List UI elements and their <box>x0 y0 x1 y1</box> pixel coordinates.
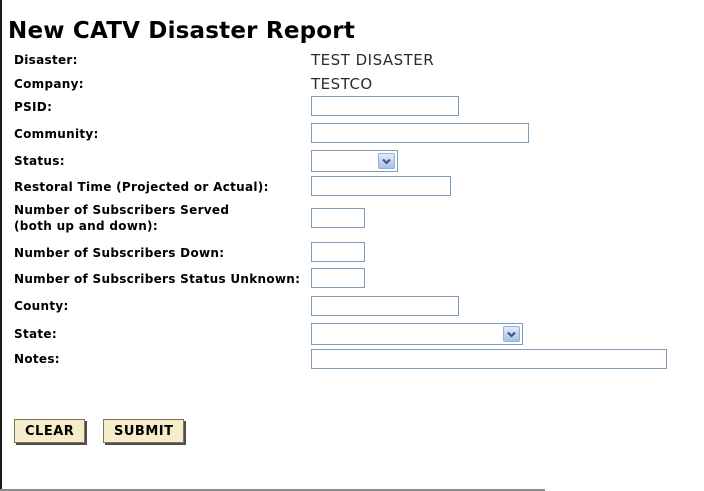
subscribers-served-input[interactable] <box>311 208 365 228</box>
psid-label: PSID: <box>14 100 53 114</box>
restoral-time-label: Restoral Time (Projected or Actual): <box>14 180 269 194</box>
psid-input[interactable] <box>311 96 459 116</box>
company-value: TESTCO <box>311 75 373 93</box>
state-label: State: <box>14 327 57 341</box>
subscribers-unknown-label: Number of Subscribers Status Unknown: <box>14 272 301 286</box>
submit-button[interactable]: SUBMIT <box>103 419 185 443</box>
subscribers-served-label: Number of Subscribers Served (both up an… <box>14 202 314 234</box>
community-input[interactable] <box>311 123 529 143</box>
notes-label: Notes: <box>14 352 60 366</box>
subscribers-served-label-line1: Number of Subscribers Served <box>14 203 230 217</box>
status-select[interactable] <box>311 150 398 172</box>
clear-button[interactable]: CLEAR <box>14 419 86 443</box>
company-label: Company: <box>14 77 84 91</box>
restoral-time-input[interactable] <box>311 176 451 196</box>
disaster-value: TEST DISASTER <box>311 51 435 69</box>
subscribers-down-input[interactable] <box>311 242 365 262</box>
frame-bottom-edge <box>0 489 545 491</box>
page-title: New CATV Disaster Report <box>8 18 356 45</box>
subscribers-down-label: Number of Subscribers Down: <box>14 246 225 260</box>
subscribers-served-label-line2: (both up and down): <box>14 219 158 233</box>
county-input[interactable] <box>311 296 459 316</box>
status-label: Status: <box>14 154 65 168</box>
community-label: Community: <box>14 127 99 141</box>
notes-input[interactable] <box>311 349 667 369</box>
chevron-down-icon <box>503 326 520 342</box>
chevron-down-icon <box>378 153 395 169</box>
disaster-label: Disaster: <box>14 53 78 67</box>
state-select[interactable] <box>311 323 523 345</box>
subscribers-unknown-input[interactable] <box>311 268 365 288</box>
county-label: County: <box>14 299 69 313</box>
frame-left-edge <box>0 0 2 491</box>
